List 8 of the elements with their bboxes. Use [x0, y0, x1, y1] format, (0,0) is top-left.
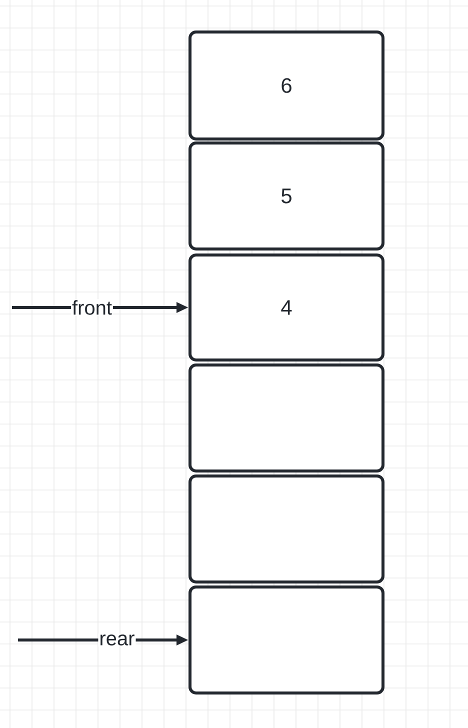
empty-box	[188, 474, 384, 584]
edge-label: front	[71, 299, 113, 316]
stack-box: 6	[188, 30, 384, 140]
stack-box: 4	[188, 254, 384, 362]
edge-label: rear	[98, 634, 136, 646]
empty-box	[188, 586, 384, 694]
stack-box: 5	[188, 142, 384, 250]
empty-box	[188, 364, 384, 472]
